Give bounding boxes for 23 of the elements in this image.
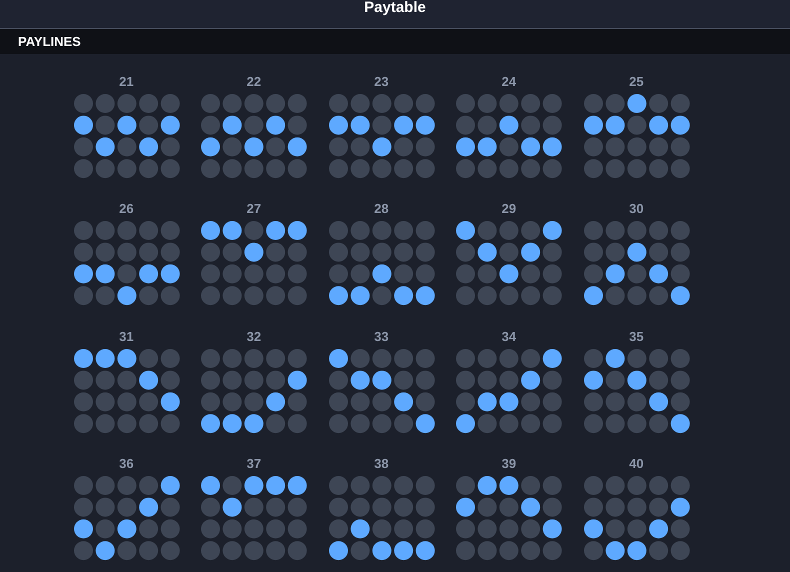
- payline-number: 37: [246, 456, 262, 471]
- payline-number: 22: [246, 74, 262, 89]
- payline-number: 31: [119, 328, 134, 344]
- payline-number: 27: [246, 201, 262, 216]
- payline-number: 29: [502, 201, 516, 216]
- payline-number: 40: [629, 456, 644, 471]
- payline-number: 36: [119, 456, 134, 471]
- payline-number: 39: [502, 456, 516, 471]
- payline-number: 26: [119, 201, 134, 216]
- payline-number: 24: [502, 74, 516, 89]
- page-title: Paytable: [364, 0, 426, 15]
- payline-number: 21: [119, 74, 134, 89]
- payline-number: 23: [374, 74, 389, 89]
- payline-number: 30: [629, 201, 644, 216]
- payline-number: 32: [246, 328, 262, 344]
- section-heading: PAYLINES: [18, 34, 81, 49]
- payline-number: 34: [502, 328, 516, 344]
- payline-number: 28: [374, 201, 389, 216]
- payline-number: 25: [629, 74, 644, 89]
- payline-number: 33: [374, 328, 389, 344]
- section-band: [0, 29, 790, 54]
- payline-number: 35: [629, 328, 644, 344]
- payline-number: 38: [374, 456, 389, 471]
